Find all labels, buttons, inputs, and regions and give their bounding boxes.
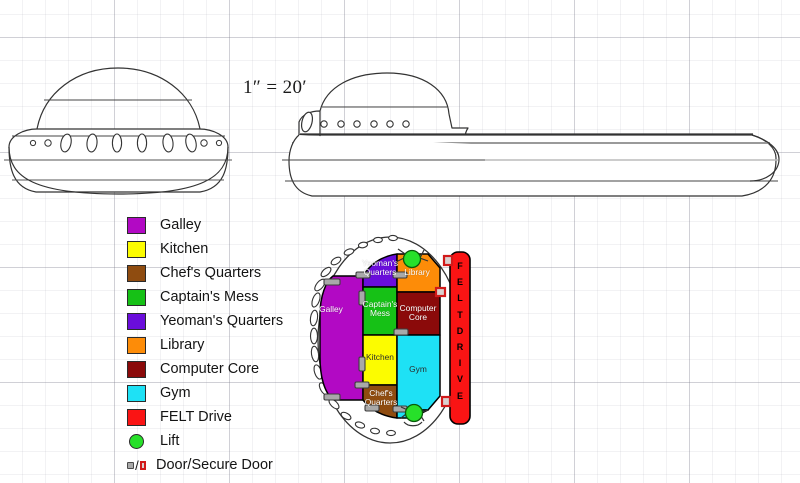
legend-label-computer-core: Computer Core <box>160 361 260 377</box>
legend-label-kitchen: Kitchen <box>160 241 209 257</box>
legend-label-door: Door/Secure Door <box>156 457 273 473</box>
room-captains-mess[interactable] <box>362 286 398 336</box>
legend-item-felt-drive[interactable]: FELT Drive <box>127 405 327 429</box>
legend-label-chefs-quarters: Chef's Quarters <box>160 265 262 281</box>
legend-swatch-computer-core <box>127 360 146 378</box>
legend-swatch-chefs-quarters <box>127 264 146 282</box>
felt-drive-letter: V <box>456 374 463 385</box>
felt-drive-block[interactable] <box>449 251 471 425</box>
felt-drive-letter: E <box>456 390 463 401</box>
door-plain-icon <box>127 461 135 469</box>
legend-swatch-library <box>127 336 146 354</box>
legend-item-computer-core[interactable]: Computer Core <box>127 357 327 381</box>
legend-label-lift: Lift <box>160 433 180 449</box>
legend-item-chefs-quarters[interactable]: Chef's Quarters <box>127 261 327 285</box>
secure-door-icon <box>139 460 146 470</box>
legend-item-galley[interactable]: Galley <box>127 213 327 237</box>
legend-swatch-captains-mess <box>127 288 146 306</box>
legend-label-galley: Galley <box>160 217 202 233</box>
legend-label-captains-mess: Captain's Mess <box>160 289 259 305</box>
legend-item-captains-mess[interactable]: Captain's Mess <box>127 285 327 309</box>
legend-item-gym[interactable]: Gym <box>127 381 327 405</box>
legend-swatch-gym <box>127 384 146 402</box>
legend-swatch-galley <box>127 216 146 234</box>
legend-swatch-lift <box>129 433 144 449</box>
legend-label-yeomans-quarters: Yeoman's Quarters <box>160 313 284 329</box>
felt-drive-letter: L <box>457 293 463 304</box>
legend-item-door[interactable]: / Door/Secure Door <box>127 453 327 477</box>
scale-note: 1″ = 20′ <box>243 77 307 98</box>
legend-item-library[interactable]: Library <box>127 333 327 357</box>
felt-drive-letter: E <box>456 277 463 288</box>
felt-drive-letter: R <box>456 342 464 353</box>
legend-swatch-felt-drive <box>127 408 146 426</box>
legend-label-gym: Gym <box>160 385 191 401</box>
felt-drive-letter: T <box>457 309 463 320</box>
room-kitchen[interactable] <box>362 334 398 386</box>
door-icon: / <box>127 458 146 473</box>
legend-swatch-yeomans-quarters <box>127 312 146 330</box>
front-elevation-ship <box>4 67 232 195</box>
legend-swatch-kitchen <box>127 240 146 258</box>
side-elevation-ship <box>282 72 780 197</box>
felt-drive-letter: F <box>457 261 463 271</box>
lift-top <box>402 249 422 269</box>
legend-label-library: Library <box>160 337 205 353</box>
legend-item-lift[interactable]: Lift <box>127 429 327 453</box>
legend: Galley Kitchen Chef's Quarters Captain's… <box>127 213 327 477</box>
legend-item-yeomans-quarters[interactable]: Yeoman's Quarters <box>127 309 327 333</box>
legend-separator: / <box>135 457 139 473</box>
legend-label-felt-drive: FELT Drive <box>160 409 232 425</box>
lift-bottom <box>404 403 424 423</box>
felt-drive-letter: I <box>458 358 462 369</box>
room-computer-core[interactable] <box>396 291 441 336</box>
legend-item-kitchen[interactable]: Kitchen <box>127 237 327 261</box>
deck-secure-doors[interactable] <box>434 254 454 408</box>
deck-lifts[interactable] <box>402 249 424 423</box>
room-gym[interactable] <box>396 334 441 411</box>
felt-drive-letter: D <box>456 325 464 336</box>
room-galley[interactable] <box>319 275 364 401</box>
